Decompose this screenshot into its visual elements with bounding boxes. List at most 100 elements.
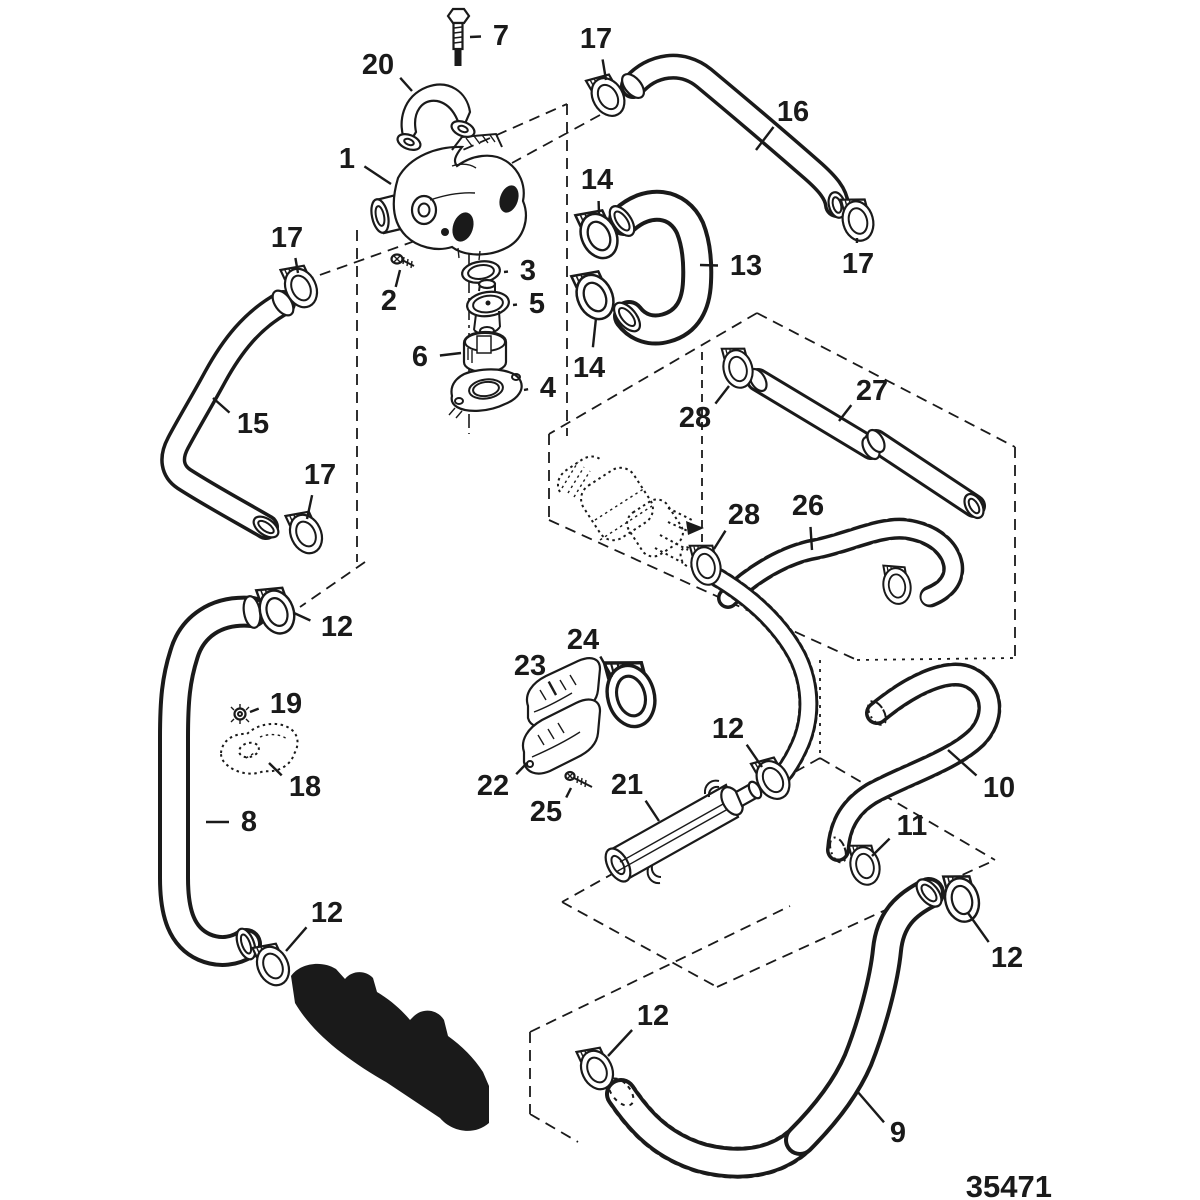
- callout-17: 17: [271, 222, 303, 254]
- callout-leader-12: [745, 744, 763, 768]
- water-fitting-reference: [556, 455, 704, 568]
- callout-21: 21: [611, 769, 643, 801]
- hose-15: [173, 289, 297, 542]
- callout-leader-24: [599, 655, 614, 678]
- callout-6: 6: [412, 341, 428, 373]
- callout-leader-1: [363, 165, 392, 186]
- callout-leader-18: [268, 762, 283, 777]
- callout-leader-12: [285, 926, 308, 952]
- callout-leader-16: [755, 126, 775, 151]
- callout-12: 12: [712, 713, 744, 745]
- tube-27: [746, 367, 987, 520]
- callout-leader-23: [547, 681, 558, 696]
- callout-leader-2: [394, 269, 402, 288]
- mounting-bolt: [446, 7, 471, 66]
- cover-lower-22: [521, 698, 602, 775]
- callout-4: 4: [540, 372, 556, 404]
- callout-leader-17: [305, 494, 314, 520]
- callout-10: 10: [983, 772, 1015, 804]
- callout-2: 2: [381, 285, 397, 317]
- hose-10-reference: [827, 675, 989, 864]
- callout-14: 14: [581, 164, 613, 196]
- hose-8: [174, 595, 263, 962]
- callout-12: 12: [991, 942, 1023, 974]
- hose-clamp-17-left-lower: [280, 503, 330, 560]
- hose-clamp-24: [596, 650, 664, 734]
- hose-clamp-26: [878, 560, 915, 608]
- callout-leader-22: [515, 762, 528, 776]
- hose-clamp-11: [844, 838, 885, 890]
- gasket-plate-4: [448, 368, 523, 419]
- callout-12: 12: [311, 897, 343, 929]
- hose-clamp-12-upper-left: [250, 579, 302, 640]
- callout-leader-25: [565, 787, 573, 799]
- callout-leader-17: [601, 59, 608, 81]
- callout-14: 14: [573, 352, 605, 384]
- callout-28: 28: [679, 402, 711, 434]
- callout-layer: 1234567891011121212121213141415161717171…: [206, 20, 1023, 1149]
- drawing-number: 35471: [966, 1169, 1052, 1200]
- oil-cooler-21: [604, 779, 763, 885]
- callout-24: 24: [567, 624, 599, 656]
- thermostat-housing: [370, 132, 527, 261]
- callout-leader-14: [591, 317, 598, 348]
- callout-13: 13: [730, 250, 762, 282]
- callout-leader-9: [856, 1090, 885, 1124]
- callout-leader-4: [523, 388, 529, 392]
- callout-20: 20: [362, 49, 394, 81]
- callout-leader-21: [644, 800, 661, 822]
- callout-leader-28: [712, 530, 727, 550]
- callout-leader-27: [838, 404, 853, 422]
- callout-leader-20: [399, 77, 413, 92]
- callout-12: 12: [321, 611, 353, 643]
- hose-clamp-17-right: [835, 191, 879, 246]
- callout-17: 17: [304, 459, 336, 491]
- sleeve-6: [462, 330, 508, 374]
- callout-17: 17: [580, 23, 612, 55]
- cover-screw-25: [564, 770, 593, 788]
- lock-nut-19: [230, 704, 250, 724]
- callout-leader-7: [469, 35, 482, 39]
- callout-leader-26: [809, 526, 814, 551]
- exhaust-elbow-silhouette: [291, 963, 489, 1131]
- thermostat-5: [466, 278, 510, 336]
- callout-19: 19: [270, 688, 302, 720]
- callout-28: 28: [728, 499, 760, 531]
- callout-18: 18: [289, 771, 321, 803]
- callout-26: 26: [792, 490, 824, 522]
- callout-23: 23: [514, 650, 546, 682]
- callout-leader-12: [607, 1029, 633, 1057]
- callout-7: 7: [493, 20, 509, 52]
- callout-leader-28: [714, 385, 730, 405]
- callout-leader-12: [293, 611, 311, 622]
- callout-leader-10: [947, 749, 978, 777]
- callout-15: 15: [237, 408, 269, 440]
- anode-plate-reference-18: [219, 722, 299, 775]
- callout-25: 25: [530, 796, 562, 828]
- callout-3: 3: [520, 255, 536, 287]
- hose-clamp-12-right: [937, 867, 985, 927]
- callout-leader-19: [249, 707, 260, 714]
- callout-leader-6: [439, 351, 462, 357]
- hose-9: [604, 875, 946, 1163]
- callout-leader-15: [212, 397, 231, 414]
- bracket: [396, 83, 476, 151]
- callout-12: 12: [637, 1000, 669, 1032]
- callout-leader-12: [967, 912, 990, 943]
- callout-27: 27: [856, 375, 888, 407]
- hose-26-reference: [728, 529, 953, 598]
- callout-8: 8: [241, 806, 257, 838]
- screw-2: [390, 253, 415, 269]
- callout-leader-17: [294, 257, 300, 274]
- callout-leader-13: [699, 263, 719, 267]
- callout-17: 17: [842, 248, 874, 280]
- callout-1: 1: [339, 143, 355, 175]
- flow-arrow-icon: [686, 521, 704, 535]
- callout-16: 16: [777, 96, 809, 128]
- callout-9: 9: [890, 1117, 906, 1149]
- hose-clamp-14-lower: [565, 262, 622, 327]
- callout-11: 11: [897, 810, 928, 842]
- hose-13: [605, 202, 697, 336]
